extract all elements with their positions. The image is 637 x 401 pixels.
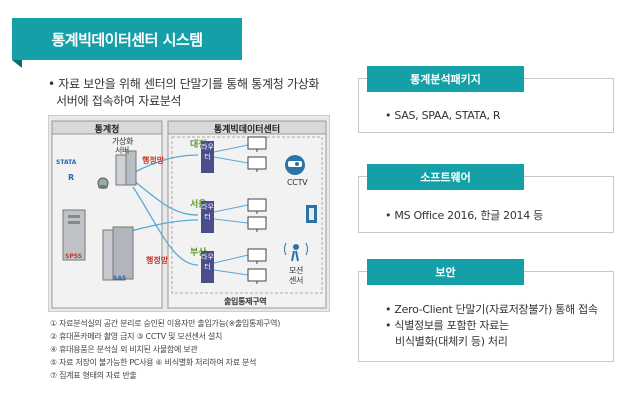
city-daejeon: 대전 — [190, 140, 207, 150]
server-label-2: 서버 — [115, 146, 130, 155]
right-header: 통계빅데이터센터 — [213, 125, 281, 135]
city-seoul: 서울 — [190, 200, 207, 210]
line-busan — [132, 186, 199, 266]
panel-security-item-1: • Zero-Client 단말기(자료저장불가) 통해 접속 — [385, 303, 598, 316]
panel-software-title: 소프트웨어 — [420, 171, 471, 184]
motion-sensor-icon — [284, 242, 308, 262]
panel-software-header: 소프트웨어 — [367, 164, 524, 190]
note-5: ⑦ 집계표 형태의 자료 반출 — [50, 371, 137, 380]
system-diagram: 통계청 통계빅데이터센터 가상화 서버 STATA R SPSS SAS 행정망… — [48, 115, 330, 312]
intro-line-1: • 자료 보안을 위해 센터의 단말기를 통해 통계청 가상화 — [48, 77, 320, 91]
server-label-1: 가상화 — [112, 137, 134, 146]
cctv-label: CCTV — [287, 178, 308, 187]
intro-text: • 자료 보안을 위해 센터의 단말기를 통해 통계청 가상화 서버에 접속하여… — [48, 76, 319, 110]
panel-analysis-item: • SAS, SPAA, STATA, R — [385, 109, 501, 122]
right-header-bar — [167, 120, 327, 135]
left-server-tower-icon — [62, 209, 86, 261]
panel-software-item: • MS Office 2016, 한글 2014 등 — [385, 209, 543, 222]
note-2: ② 휴대폰카메라 촬영 금지 ③ CCTV 및 모션센서 설치 — [50, 332, 223, 341]
router-daejeon: 라우터 — [201, 141, 214, 173]
line-seoul — [132, 179, 199, 216]
virtualization-server-icon — [97, 150, 137, 189]
access-zone-border — [171, 136, 323, 294]
access-zone-label: 출입통제구역 — [224, 297, 267, 306]
line-daejeon — [132, 154, 199, 174]
admin-network-label-2: 행정망 — [146, 256, 169, 265]
router-busan: 라우터 — [201, 251, 214, 283]
note-3: ④ 휴대용품은 분석실 외 비치된 사물함에 보관 — [50, 345, 198, 354]
r-logo: R — [68, 173, 75, 182]
sensor-label-1: 모션 — [289, 266, 304, 275]
admin-network-label-1: 행정망 — [142, 156, 165, 165]
pc-monitors — [247, 136, 267, 282]
panel-analysis-title: 통계분석패키지 — [410, 73, 481, 86]
door-icon — [306, 205, 317, 223]
diagram-graphics — [48, 115, 330, 312]
panel-security-item-2: • 식별정보를 포함한 자료는 — [385, 319, 509, 332]
router-seoul: 라우터 — [201, 201, 214, 233]
cctv-icon — [285, 155, 305, 175]
banner-fold — [12, 60, 22, 68]
panel-security-title: 보안 — [435, 266, 456, 279]
left-header: 통계청 — [94, 125, 120, 135]
intro-line-2: 서버에 접속하여 자료분석 — [56, 94, 182, 108]
panel-security-item-2b: 비식별화(대체키 등) 처리 — [395, 335, 508, 348]
stata-logo: STATA — [56, 159, 77, 166]
router-lines — [213, 144, 249, 276]
center-server-tower-icon — [102, 226, 134, 281]
panel-analysis-header: 통계분석패키지 — [367, 66, 524, 92]
sensor-label-2: 센서 — [289, 276, 304, 285]
city-busan: 부산 — [190, 248, 207, 258]
sas-logo: SAS — [113, 275, 127, 282]
page-title-banner: 통계빅데이터센터 시스템 — [12, 18, 242, 60]
spss-logo: SPSS — [65, 253, 83, 260]
left-header-bar — [51, 120, 163, 135]
panel-security-header: 보안 — [367, 259, 524, 285]
note-1: ① 자료분석실의 공간 분리로 승인된 이용자만 출입가능(※출입통제구역) — [50, 319, 281, 328]
security-notes: ① 자료분석실의 공간 분리로 승인된 이용자만 출입가능(※출입통제구역) ②… — [50, 317, 280, 382]
page-title: 통계빅데이터센터 시스템 — [51, 30, 203, 49]
note-4: ⑤ 자료 저장이 불가능한 PC사용 ⑥ 비식별화 처리하여 자료 분석 — [50, 358, 257, 367]
